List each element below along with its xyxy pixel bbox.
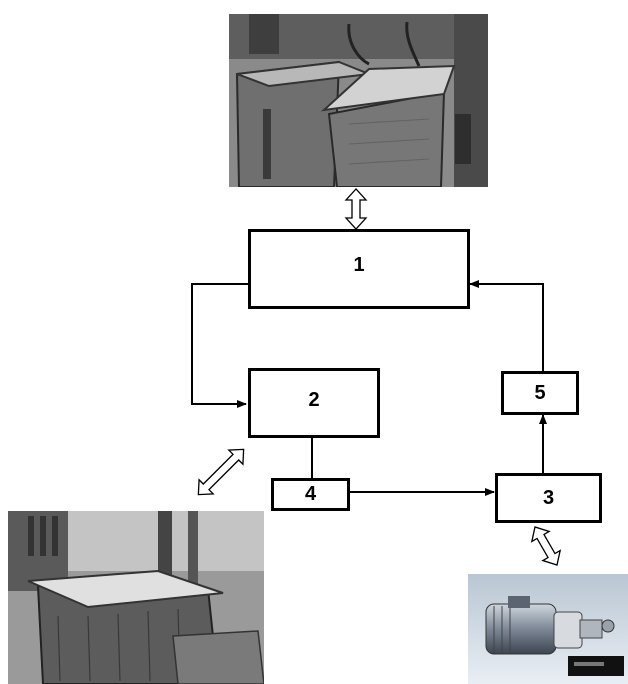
tank-photo-icon	[8, 511, 264, 684]
block-4-label: 4	[305, 483, 316, 506]
block-4: 4	[271, 478, 350, 511]
photo-bottom-right-motor	[468, 574, 628, 684]
photo-bottom-left-tank	[8, 511, 264, 684]
connector-5-to-1	[470, 284, 543, 371]
double-arrow-bottom-right	[526, 522, 565, 570]
connector-1-to-2	[192, 284, 248, 404]
block-5: 5	[501, 371, 579, 415]
block-1-label: 1	[353, 254, 364, 277]
block-3: 3	[495, 473, 602, 523]
block-1: 1	[248, 229, 470, 309]
block-5-label: 5	[534, 382, 545, 405]
double-arrow-bottom-left	[191, 442, 250, 501]
double-arrow-top	[346, 189, 366, 229]
block-3-label: 3	[543, 487, 554, 510]
tank-photo-icon	[229, 14, 488, 187]
photo-top-tanks	[229, 14, 488, 187]
block-2: 2	[248, 368, 380, 438]
motor-pump-photo-icon	[468, 574, 628, 684]
block-2-label: 2	[308, 389, 319, 412]
